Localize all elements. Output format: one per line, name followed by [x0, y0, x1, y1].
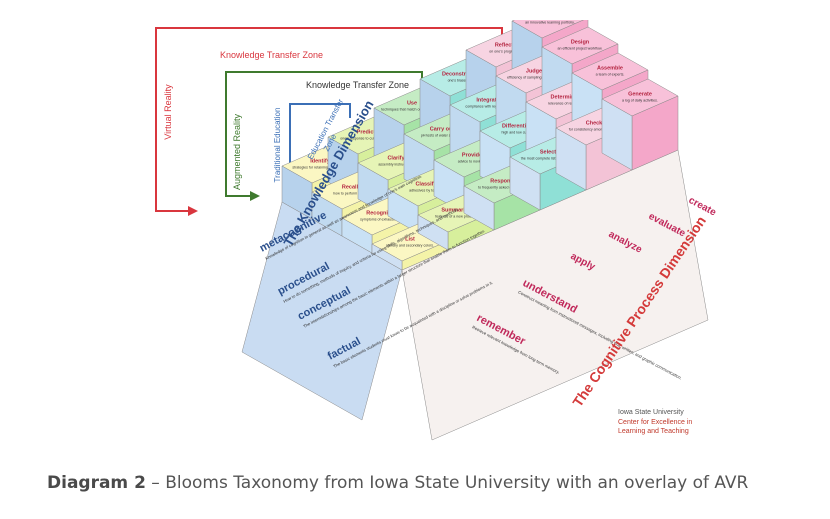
- cell-desc: pH tests of water samples.: [421, 134, 463, 138]
- cell-verb: Predict: [357, 130, 376, 136]
- cell-verb: Respond: [490, 179, 514, 185]
- cell-desc: efficiency of sampling techniques.: [507, 76, 561, 80]
- cell-desc: a log of daily activities.: [622, 99, 658, 103]
- cell-verb: Recall: [342, 185, 359, 191]
- cell-desc: for consistency among sources.: [569, 128, 620, 132]
- caption-text: – Blooms Taxonomy from Iowa State Univer…: [145, 473, 749, 493]
- cell-desc: one's biases.: [448, 79, 469, 83]
- cell-verb: Classify: [415, 182, 437, 188]
- cell-side: [601, 98, 633, 171]
- cell-desc: symptoms of exhaustion.: [360, 218, 400, 222]
- cell-verb: Identify: [310, 159, 330, 165]
- cell-verb: Judge: [526, 69, 542, 75]
- ar-label: Augmented Reality: [232, 113, 242, 190]
- cell-verb: Determine: [551, 95, 578, 101]
- cell-side: [509, 156, 541, 211]
- cell-verb: Reflect: [495, 43, 514, 49]
- taxonomy-cell: Createan innovative learning portfolio.: [525, 21, 575, 25]
- caption-lead: Diagram 2: [47, 473, 146, 493]
- cell-desc: techniques that match one's strengths.: [381, 108, 442, 112]
- cell-desc: one's response to culture shock.: [340, 137, 391, 141]
- cell-verb: Carry out: [430, 127, 455, 133]
- cell-verb: Recognize: [366, 211, 394, 217]
- te-label: Traditional Education: [273, 108, 282, 183]
- cell-verb: Differentiate: [502, 124, 534, 130]
- cell-verb: Generate: [628, 92, 652, 98]
- cell-side: [417, 214, 449, 251]
- cell-desc: high and low culture.: [502, 131, 535, 135]
- cell-desc: features of a new product.: [435, 215, 477, 219]
- cell-verb: Deconstruct: [442, 72, 474, 78]
- figure-caption: Diagram 2 – Blooms Taxonomy from Iowa St…: [47, 473, 807, 493]
- institution-name: Iowa State University: [618, 409, 684, 416]
- ktz-outer-label: Knowledge Transfer Zone: [220, 50, 323, 60]
- cell-desc: advice to novices.: [458, 160, 487, 164]
- cell-verb: Assemble: [597, 66, 623, 72]
- cell-desc: compliance with regulations.: [465, 105, 510, 109]
- cell-desc: relevance of results.: [548, 102, 580, 106]
- cell-verb: Integrate: [476, 98, 499, 104]
- cell-desc: the most complete list of activities.: [521, 157, 576, 161]
- cell-desc: how to perform CPR.: [333, 192, 367, 196]
- institution-center-line-2: Learning and Teaching: [618, 428, 689, 435]
- cell-side: [555, 127, 587, 191]
- cd-level-name: create: [687, 195, 719, 219]
- cell-desc: strategies for retaining information.: [292, 166, 347, 170]
- ar-arrow-icon: [250, 191, 260, 201]
- cell-desc: an efficient project workflow.: [558, 47, 603, 51]
- cell-side: [371, 243, 403, 271]
- cell-desc: to frequently asked questions.: [478, 186, 526, 190]
- cell-verb: Check: [586, 121, 603, 127]
- institution-logo: Iowa State University Center for Excelle…: [618, 409, 692, 435]
- cd-level-create: create: [687, 195, 719, 219]
- cell-desc: an innovative learning portfolio.: [525, 21, 575, 25]
- cell-desc: primary and secondary colors.: [386, 244, 434, 248]
- cell-verb: Provide: [462, 153, 482, 159]
- cell-side: [463, 185, 495, 231]
- cell-desc: assembly instructions.: [378, 163, 413, 167]
- cell-verb: List: [405, 237, 415, 243]
- cell-desc: on one's progress.: [489, 50, 518, 54]
- cell-verb: Design: [571, 40, 590, 46]
- vr-arrow-icon: [188, 206, 198, 216]
- ktz-inner-label: Knowledge Transfer Zone: [306, 80, 409, 90]
- cell-desc: adhesives by toxicity.: [409, 189, 443, 193]
- cell-verb: Use: [407, 101, 417, 107]
- institution-center-line-1: Center for Excellence in: [618, 419, 692, 426]
- cell-verb: Select: [540, 150, 556, 156]
- cell-verb: Clarify: [387, 156, 405, 162]
- cell-verb: Summarize: [441, 208, 470, 214]
- vr-bracket: [155, 27, 503, 212]
- vr-label: Virtual Reality: [163, 84, 173, 140]
- cell-desc: a team of experts.: [596, 73, 625, 77]
